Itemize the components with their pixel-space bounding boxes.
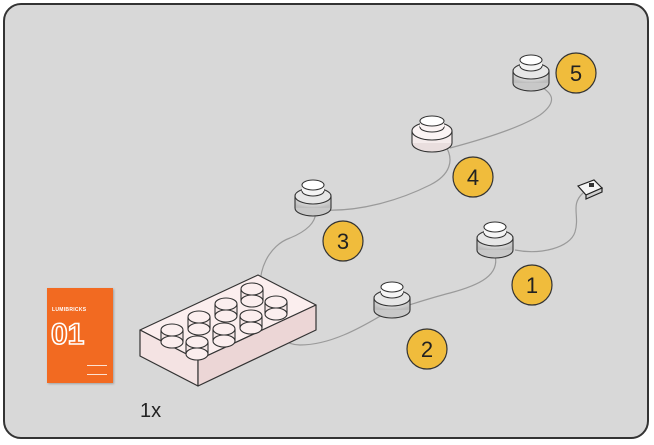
step-badge-1: 1 — [511, 264, 553, 306]
booklet-footer-mark — [87, 365, 107, 375]
light-plate-1 — [476, 221, 514, 259]
svg-text:2: 2 — [421, 337, 433, 362]
step-badge-5: 5 — [555, 52, 597, 94]
svg-text:4: 4 — [467, 165, 479, 190]
svg-text:5: 5 — [570, 61, 582, 86]
light-plate-3 — [294, 179, 332, 217]
svg-text:1: 1 — [526, 273, 538, 298]
brick-studs — [160, 282, 288, 361]
svg-text:3: 3 — [337, 229, 349, 254]
step-badge-4: 4 — [452, 156, 494, 198]
wire-connector — [576, 179, 604, 200]
step-badge-3: 3 — [322, 220, 364, 262]
quantity-label: 1x — [140, 400, 162, 422]
booklet-brand: LUMIBRICKS — [52, 307, 87, 313]
instruction-booklet: LUMIBRICKS 01 — [47, 288, 113, 383]
light-plate-5 — [512, 54, 550, 92]
booklet-number: 01 — [50, 318, 85, 351]
light-plate-2 — [373, 281, 411, 319]
light-plate-4 — [411, 115, 453, 153]
step-badge-2: 2 — [406, 328, 448, 370]
